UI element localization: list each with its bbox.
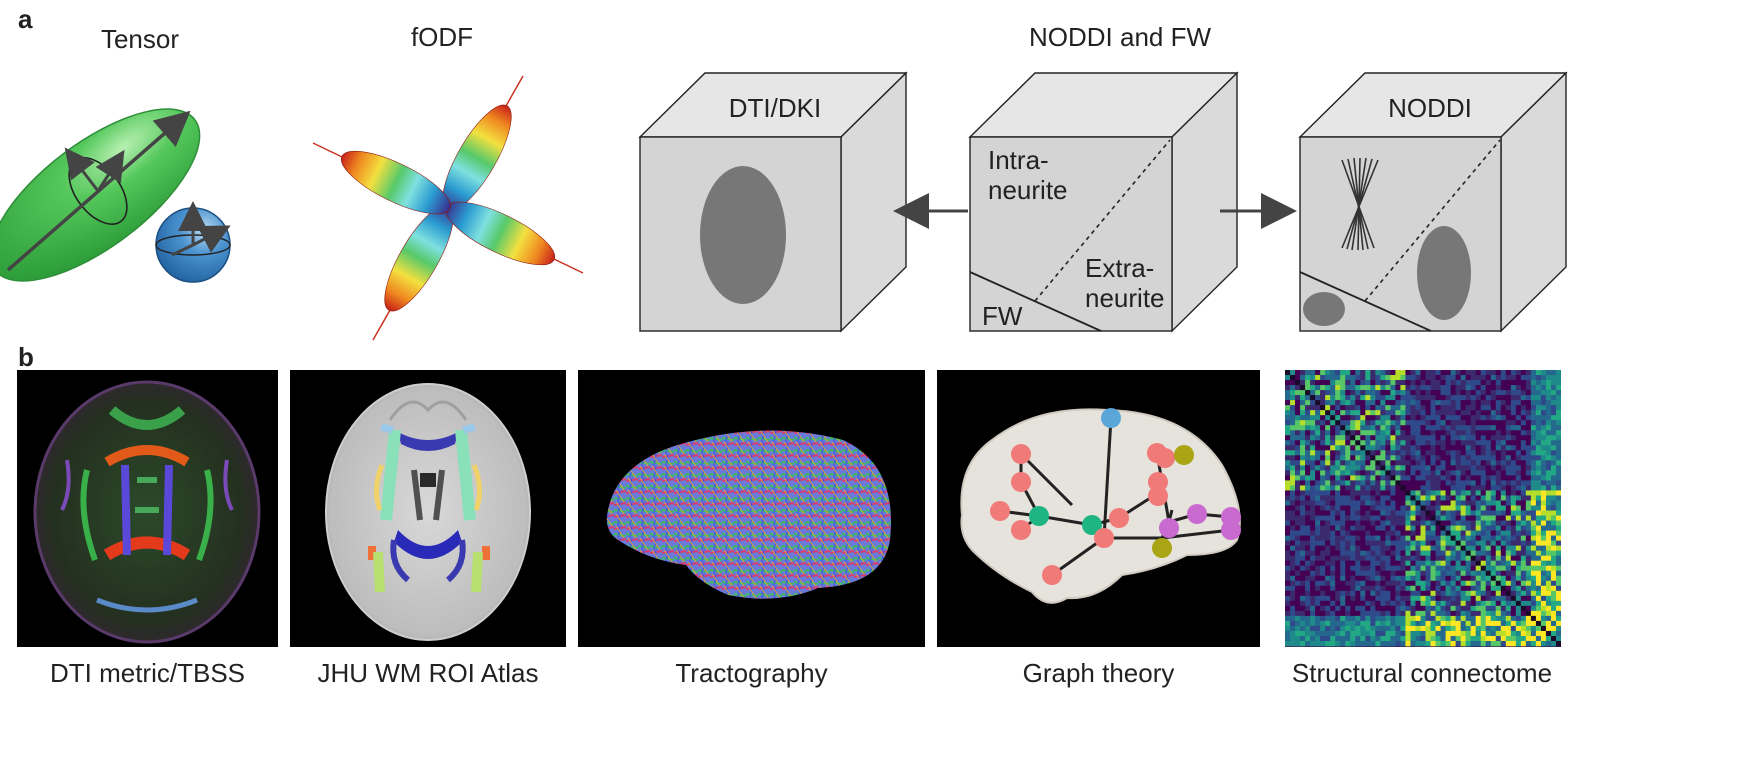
- intra-label-1: Intra-: [988, 145, 1049, 175]
- caption-dti: DTI metric/TBSS: [49, 658, 245, 688]
- caption-graph: Graph theory: [1022, 658, 1175, 688]
- connectome-matrix: [1285, 370, 1561, 647]
- extra-label-2: neurite: [1085, 283, 1165, 313]
- fodf-illustration: [312, 75, 584, 341]
- caption-connectome: Structural connectome: [1291, 658, 1553, 688]
- tensor-title: Tensor: [100, 24, 180, 54]
- tensor-sphere: [155, 201, 231, 283]
- cube-dti-dki: [638, 71, 908, 333]
- neurite-sticks: [1341, 157, 1379, 251]
- extra-neurite-blob: [1417, 226, 1471, 320]
- graph-nodes: [990, 408, 1241, 585]
- fodf-title: fODF: [410, 22, 474, 52]
- tensor-illustration: [0, 108, 231, 283]
- graph-theory-image: [937, 370, 1260, 647]
- caption-jhu: JHU WM ROI Atlas: [317, 658, 539, 688]
- cube-fw-compartments: [968, 71, 1239, 333]
- extra-label-1: Extra-: [1085, 253, 1154, 283]
- panel-a-letter: a: [18, 4, 33, 34]
- cube-noddi: [1298, 71, 1568, 333]
- noddi-fw-cubes: DTI/DKI Intra- neurite Extra- neurite FW: [638, 71, 1568, 333]
- tensor-ellipsoid: [0, 108, 201, 282]
- fw-label: FW: [982, 301, 1023, 331]
- dti-fa-image: [17, 370, 278, 647]
- panel-b-letter: b: [18, 342, 34, 372]
- caption-tractography: Tractography: [675, 658, 828, 688]
- jhu-atlas-image: [290, 370, 566, 647]
- tractography-image: [578, 370, 925, 647]
- intra-label-2: neurite: [988, 175, 1068, 205]
- fodf-glyph: [312, 75, 584, 341]
- cube-noddi-label: NODDI: [1388, 93, 1472, 123]
- fw-blob: [1303, 292, 1345, 326]
- isotropic-blob: [700, 166, 786, 304]
- noddi-fw-title: NODDI and FW: [1028, 22, 1212, 52]
- cube-dti-dki-label: DTI/DKI: [729, 93, 821, 123]
